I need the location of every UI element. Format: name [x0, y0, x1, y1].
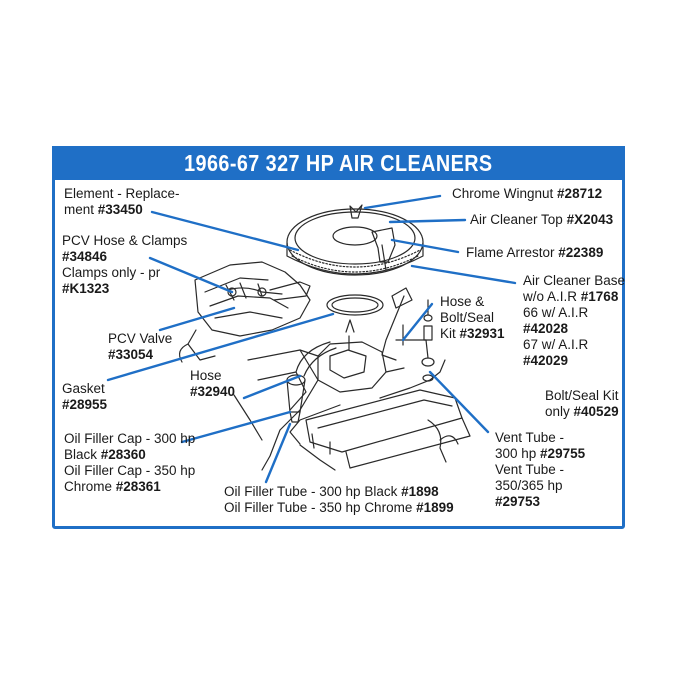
label-hose-line1: Hose	[190, 368, 235, 384]
label-base-line1: Air Cleaner Base	[523, 273, 625, 289]
label-base-line2: w/o A.I.R	[523, 289, 581, 304]
label-flame-line1: Flame Arrestor	[466, 245, 558, 260]
part-number-28955: #28955	[62, 397, 107, 413]
label-element: Element - Replace- ment #33450	[64, 186, 180, 218]
label-gasket-line1: Gasket	[62, 381, 107, 397]
part-number-22389: #22389	[558, 245, 603, 260]
label-wingnut: Chrome Wingnut #28712	[452, 186, 602, 202]
label-base-line4: 67 w/ A.I.R	[523, 337, 625, 353]
label-air-cleaner-top: Air Cleaner Top #X2043	[470, 212, 613, 228]
part-number-32931: #32931	[460, 326, 505, 341]
label-element-line1: Element - Replace-	[64, 186, 180, 202]
label-oil-tube-line1: Oil Filler Tube - 300 hp Black	[224, 484, 401, 499]
leader-pcv-valve	[160, 308, 234, 330]
part-number-28361: #28361	[116, 479, 161, 494]
label-oil-cap-line4: Chrome	[64, 479, 116, 494]
part-number-k1323: #K1323	[62, 281, 187, 297]
part-number-42029: #42029	[523, 353, 625, 369]
carburetor	[300, 320, 404, 392]
label-oil-tube-line2: Oil Filler Tube - 350 hp Chrome	[224, 500, 416, 515]
label-oil-tube: Oil Filler Tube - 300 hp Black #1898 Oil…	[224, 484, 454, 516]
label-element-line2: ment	[64, 202, 98, 217]
gasket-ring	[327, 295, 383, 315]
label-base-line3: 66 w/ A.I.R	[523, 305, 625, 321]
label-vent-line2: 300 hp	[495, 446, 540, 461]
label-pcv-valve-line1: PCV Valve	[108, 331, 172, 347]
part-number-33450: #33450	[98, 202, 143, 217]
part-number-33054: #33054	[108, 347, 172, 363]
part-number-42028: #42028	[523, 321, 625, 337]
label-gasket: Gasket #28955	[62, 381, 107, 413]
label-hose-bolt-line3: Kit	[440, 326, 460, 341]
intake-manifold	[234, 350, 445, 470]
part-number-40529: #40529	[574, 404, 619, 419]
label-bolt-seal-line2: only	[545, 404, 574, 419]
label-pcv-hose: PCV Hose & Clamps #34846 Clamps only - p…	[62, 233, 187, 297]
label-vent-tube: Vent Tube - 300 hp #29755 Vent Tube - 35…	[495, 430, 585, 510]
part-number-1768: #1768	[581, 289, 619, 304]
leader-hose	[244, 376, 300, 398]
engine-left-side	[180, 262, 310, 362]
leader-flame	[392, 240, 458, 252]
label-hose-bolt-seal: Hose & Bolt/Seal Kit #32931	[440, 294, 505, 342]
label-clamps-only: Clamps only - pr	[62, 265, 187, 281]
label-vent-line4: 350/365 hp	[495, 478, 585, 494]
leader-wingnut	[365, 196, 440, 208]
part-number-34846: #34846	[62, 249, 187, 265]
label-pcv-hose-line1: PCV Hose & Clamps	[62, 233, 187, 249]
label-oil-cap-line2: Black	[64, 447, 101, 462]
part-number-28360: #28360	[101, 447, 146, 462]
leader-top	[390, 220, 465, 222]
label-oil-cap-line3: Oil Filler Cap - 350 hp	[64, 463, 195, 479]
valve-cover	[290, 390, 470, 468]
part-number-29753: #29753	[495, 494, 585, 510]
label-oil-cap-line1: Oil Filler Cap - 300 hp	[64, 431, 195, 447]
label-pcv-valve: PCV Valve #33054	[108, 331, 172, 363]
part-number-1899: #1899	[416, 500, 454, 515]
label-hose-bolt-line1: Hose &	[440, 294, 505, 310]
leader-oil-cap	[182, 412, 290, 442]
label-hose-bolt-line2: Bolt/Seal	[440, 310, 505, 326]
label-oil-cap: Oil Filler Cap - 300 hp Black #28360 Oil…	[64, 431, 195, 495]
oil-filler	[287, 375, 305, 422]
part-number-1898: #1898	[401, 484, 439, 499]
label-flame-arrestor: Flame Arrestor #22389	[466, 245, 603, 261]
part-number-29755: #29755	[540, 446, 585, 461]
label-air-cleaner-base: Air Cleaner Base w/o A.I.R #1768 66 w/ A…	[523, 273, 625, 369]
label-wingnut-line1: Chrome Wingnut	[452, 186, 557, 201]
part-number-32940: #32940	[190, 384, 235, 400]
leader-oil-tube	[266, 424, 290, 482]
label-bolt-seal-line1: Bolt/Seal Kit	[545, 388, 619, 404]
leader-vent	[430, 372, 488, 432]
label-vent-line1: Vent Tube -	[495, 430, 585, 446]
label-bolt-seal-kit: Bolt/Seal Kit only #40529	[545, 388, 619, 420]
air-cleaner-assembly	[287, 205, 423, 275]
leader-base	[412, 266, 515, 283]
label-vent-line3: Vent Tube -	[495, 462, 585, 478]
label-hose: Hose #32940	[190, 368, 235, 400]
label-top-line1: Air Cleaner Top	[470, 212, 567, 227]
leader-hose-bolt	[403, 304, 432, 340]
part-number-x2043: #X2043	[567, 212, 614, 227]
part-number-28712: #28712	[557, 186, 602, 201]
